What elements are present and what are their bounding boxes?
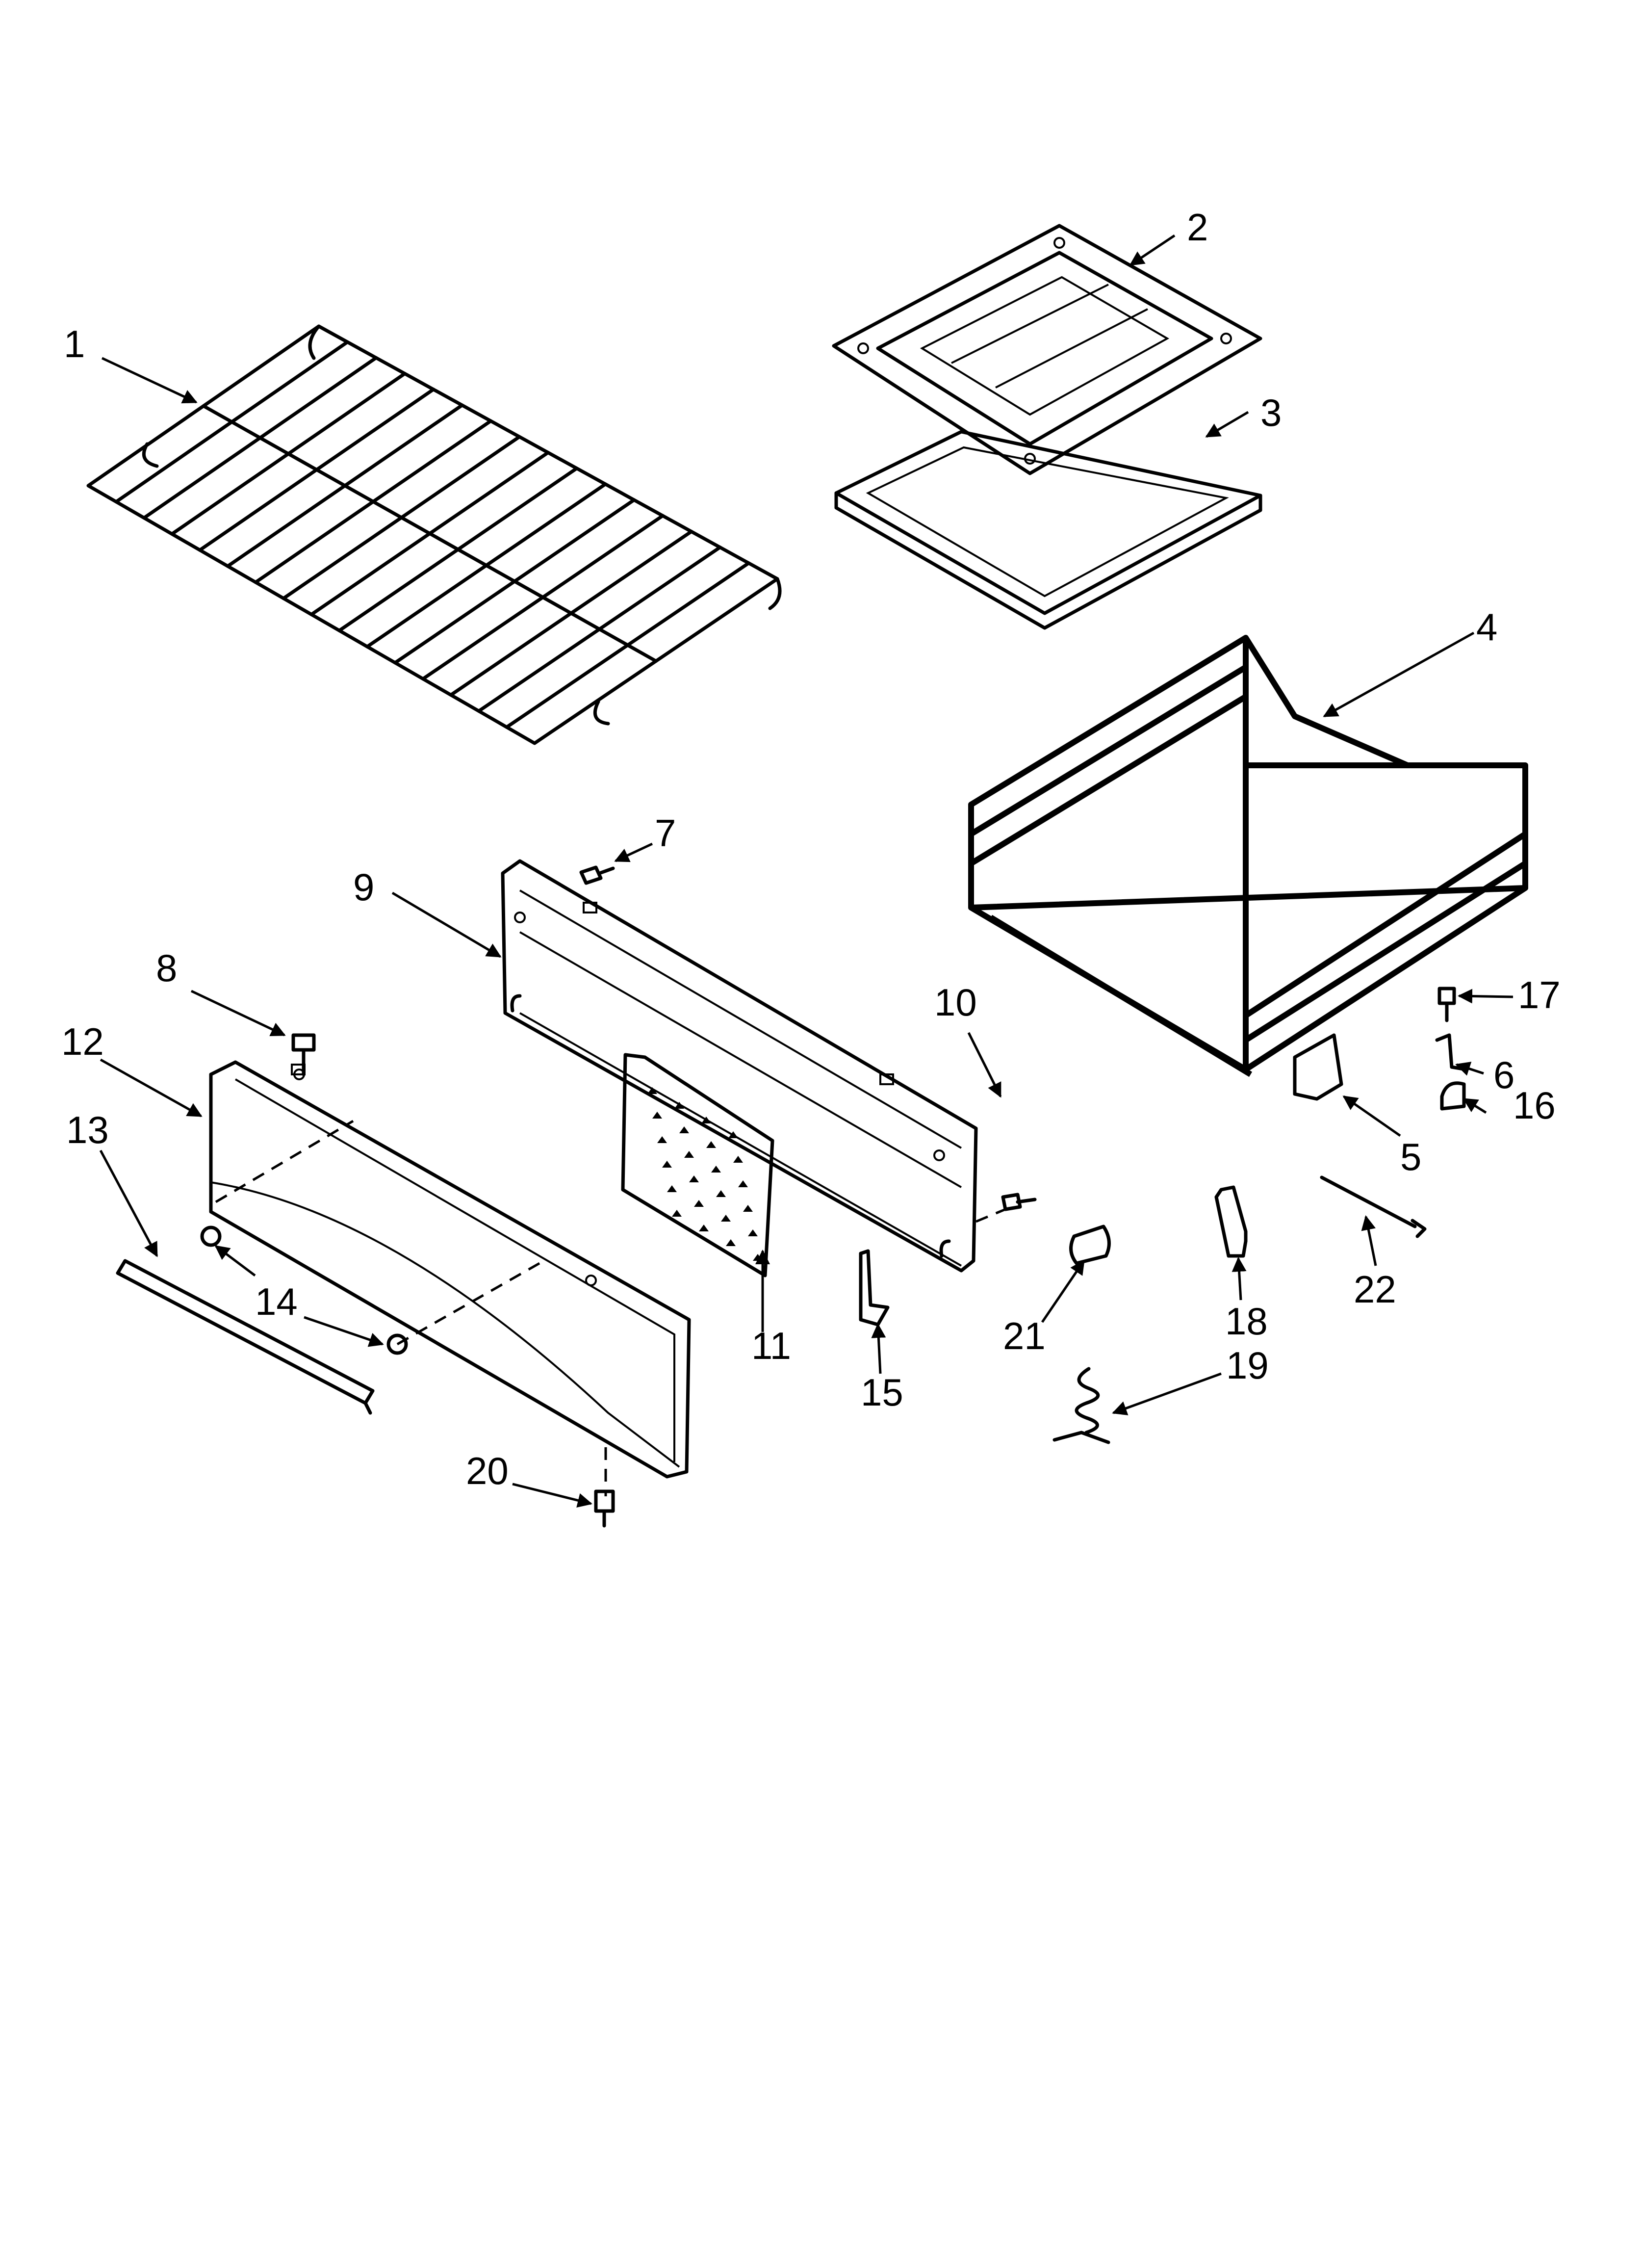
insulation-texture-mark: [706, 1141, 716, 1148]
insulation-texture-mark: [674, 1102, 684, 1109]
roller-14a: [200, 1225, 222, 1247]
callout-7: 7: [655, 811, 676, 855]
roller-14b: [386, 1333, 408, 1355]
screw-10: [1001, 1193, 1037, 1211]
callout-14: 14: [255, 1280, 298, 1323]
insulation-texture-mark: [694, 1200, 704, 1207]
screw-20: [594, 1489, 615, 1528]
insulation-texture-mark: [726, 1239, 736, 1246]
clip-16: [1440, 1081, 1466, 1111]
drawer-front: [209, 1060, 691, 1479]
drawer-front-panel: [501, 859, 978, 1273]
callout-12: 12: [61, 1020, 104, 1063]
callout-15: 15: [861, 1371, 903, 1414]
callout-8: 8: [156, 946, 177, 990]
callout-21: 21: [1003, 1314, 1046, 1357]
screw-8: [291, 1033, 316, 1076]
insulation-texture-mark: [728, 1131, 738, 1138]
insulation-texture-mark: [657, 1136, 667, 1143]
callout-18: 18: [1225, 1300, 1268, 1343]
screw-17: [1437, 987, 1456, 1022]
callout-10: 10: [934, 981, 977, 1024]
callout-13: 13: [66, 1108, 109, 1151]
insulation-texture-mark: [743, 1205, 753, 1212]
callout-5: 5: [1400, 1135, 1421, 1178]
insulation-texture-mark: [699, 1225, 709, 1231]
clip-6: [1435, 1033, 1468, 1071]
drawer-trim: [116, 1259, 375, 1415]
broiler-pan: [834, 430, 1262, 630]
callout-labels: 1 2 3 4 5 6 7 8 9 10 11 12 13 14 15 16 1…: [61, 206, 1561, 1492]
insulation-texture-mark: [748, 1229, 758, 1236]
insulation-texture-mark: [652, 1112, 662, 1119]
bumper-21: [1069, 1225, 1111, 1265]
bracket-15: [859, 1249, 890, 1327]
insulation-texture-mark: [684, 1151, 694, 1158]
callout-1: 1: [64, 322, 85, 365]
bracket-5: [1293, 1033, 1343, 1101]
insulation-texture-mark: [662, 1161, 672, 1168]
insulation-texture-mark: [733, 1156, 743, 1163]
insulation-texture-mark: [753, 1254, 763, 1261]
insulation-texture-mark: [647, 1087, 657, 1094]
callout-4: 4: [1476, 605, 1497, 649]
insulation-texture-mark: [716, 1190, 726, 1197]
insulation-pad: [621, 1053, 774, 1277]
callout-2: 2: [1187, 206, 1208, 249]
insulation-texture-mark: [721, 1215, 731, 1222]
insulation-texture-mark: [689, 1175, 699, 1182]
insulation-texture-mark: [667, 1185, 677, 1192]
callout-22: 22: [1354, 1268, 1396, 1311]
spring-19: [1052, 1367, 1110, 1444]
callout-16: 16: [1513, 1084, 1556, 1127]
insulation-texture-mark: [738, 1180, 748, 1187]
insulation-texture-mark: [672, 1210, 682, 1217]
callout-20: 20: [466, 1449, 509, 1492]
leader-lines: [99, 234, 1514, 1508]
callout-9: 9: [353, 865, 374, 909]
callout-17: 17: [1518, 973, 1561, 1017]
insulation-texture-mark: [701, 1117, 711, 1123]
slide-18: [1214, 1185, 1248, 1258]
screw-7: [579, 865, 615, 885]
callout-6: 6: [1493, 1053, 1514, 1096]
pin-22: [1320, 1175, 1427, 1238]
callout-11: 11: [751, 1324, 791, 1367]
oven-rack: [86, 324, 782, 745]
insulation-texture-mark: [679, 1126, 689, 1133]
callout-3: 3: [1260, 391, 1282, 434]
broiler-pan-insert: [832, 224, 1262, 475]
rack-center-wire: [202, 404, 658, 663]
storage-drawer: [968, 635, 1528, 1077]
callout-19: 19: [1226, 1344, 1269, 1387]
insulation-texture-mark: [711, 1166, 721, 1173]
